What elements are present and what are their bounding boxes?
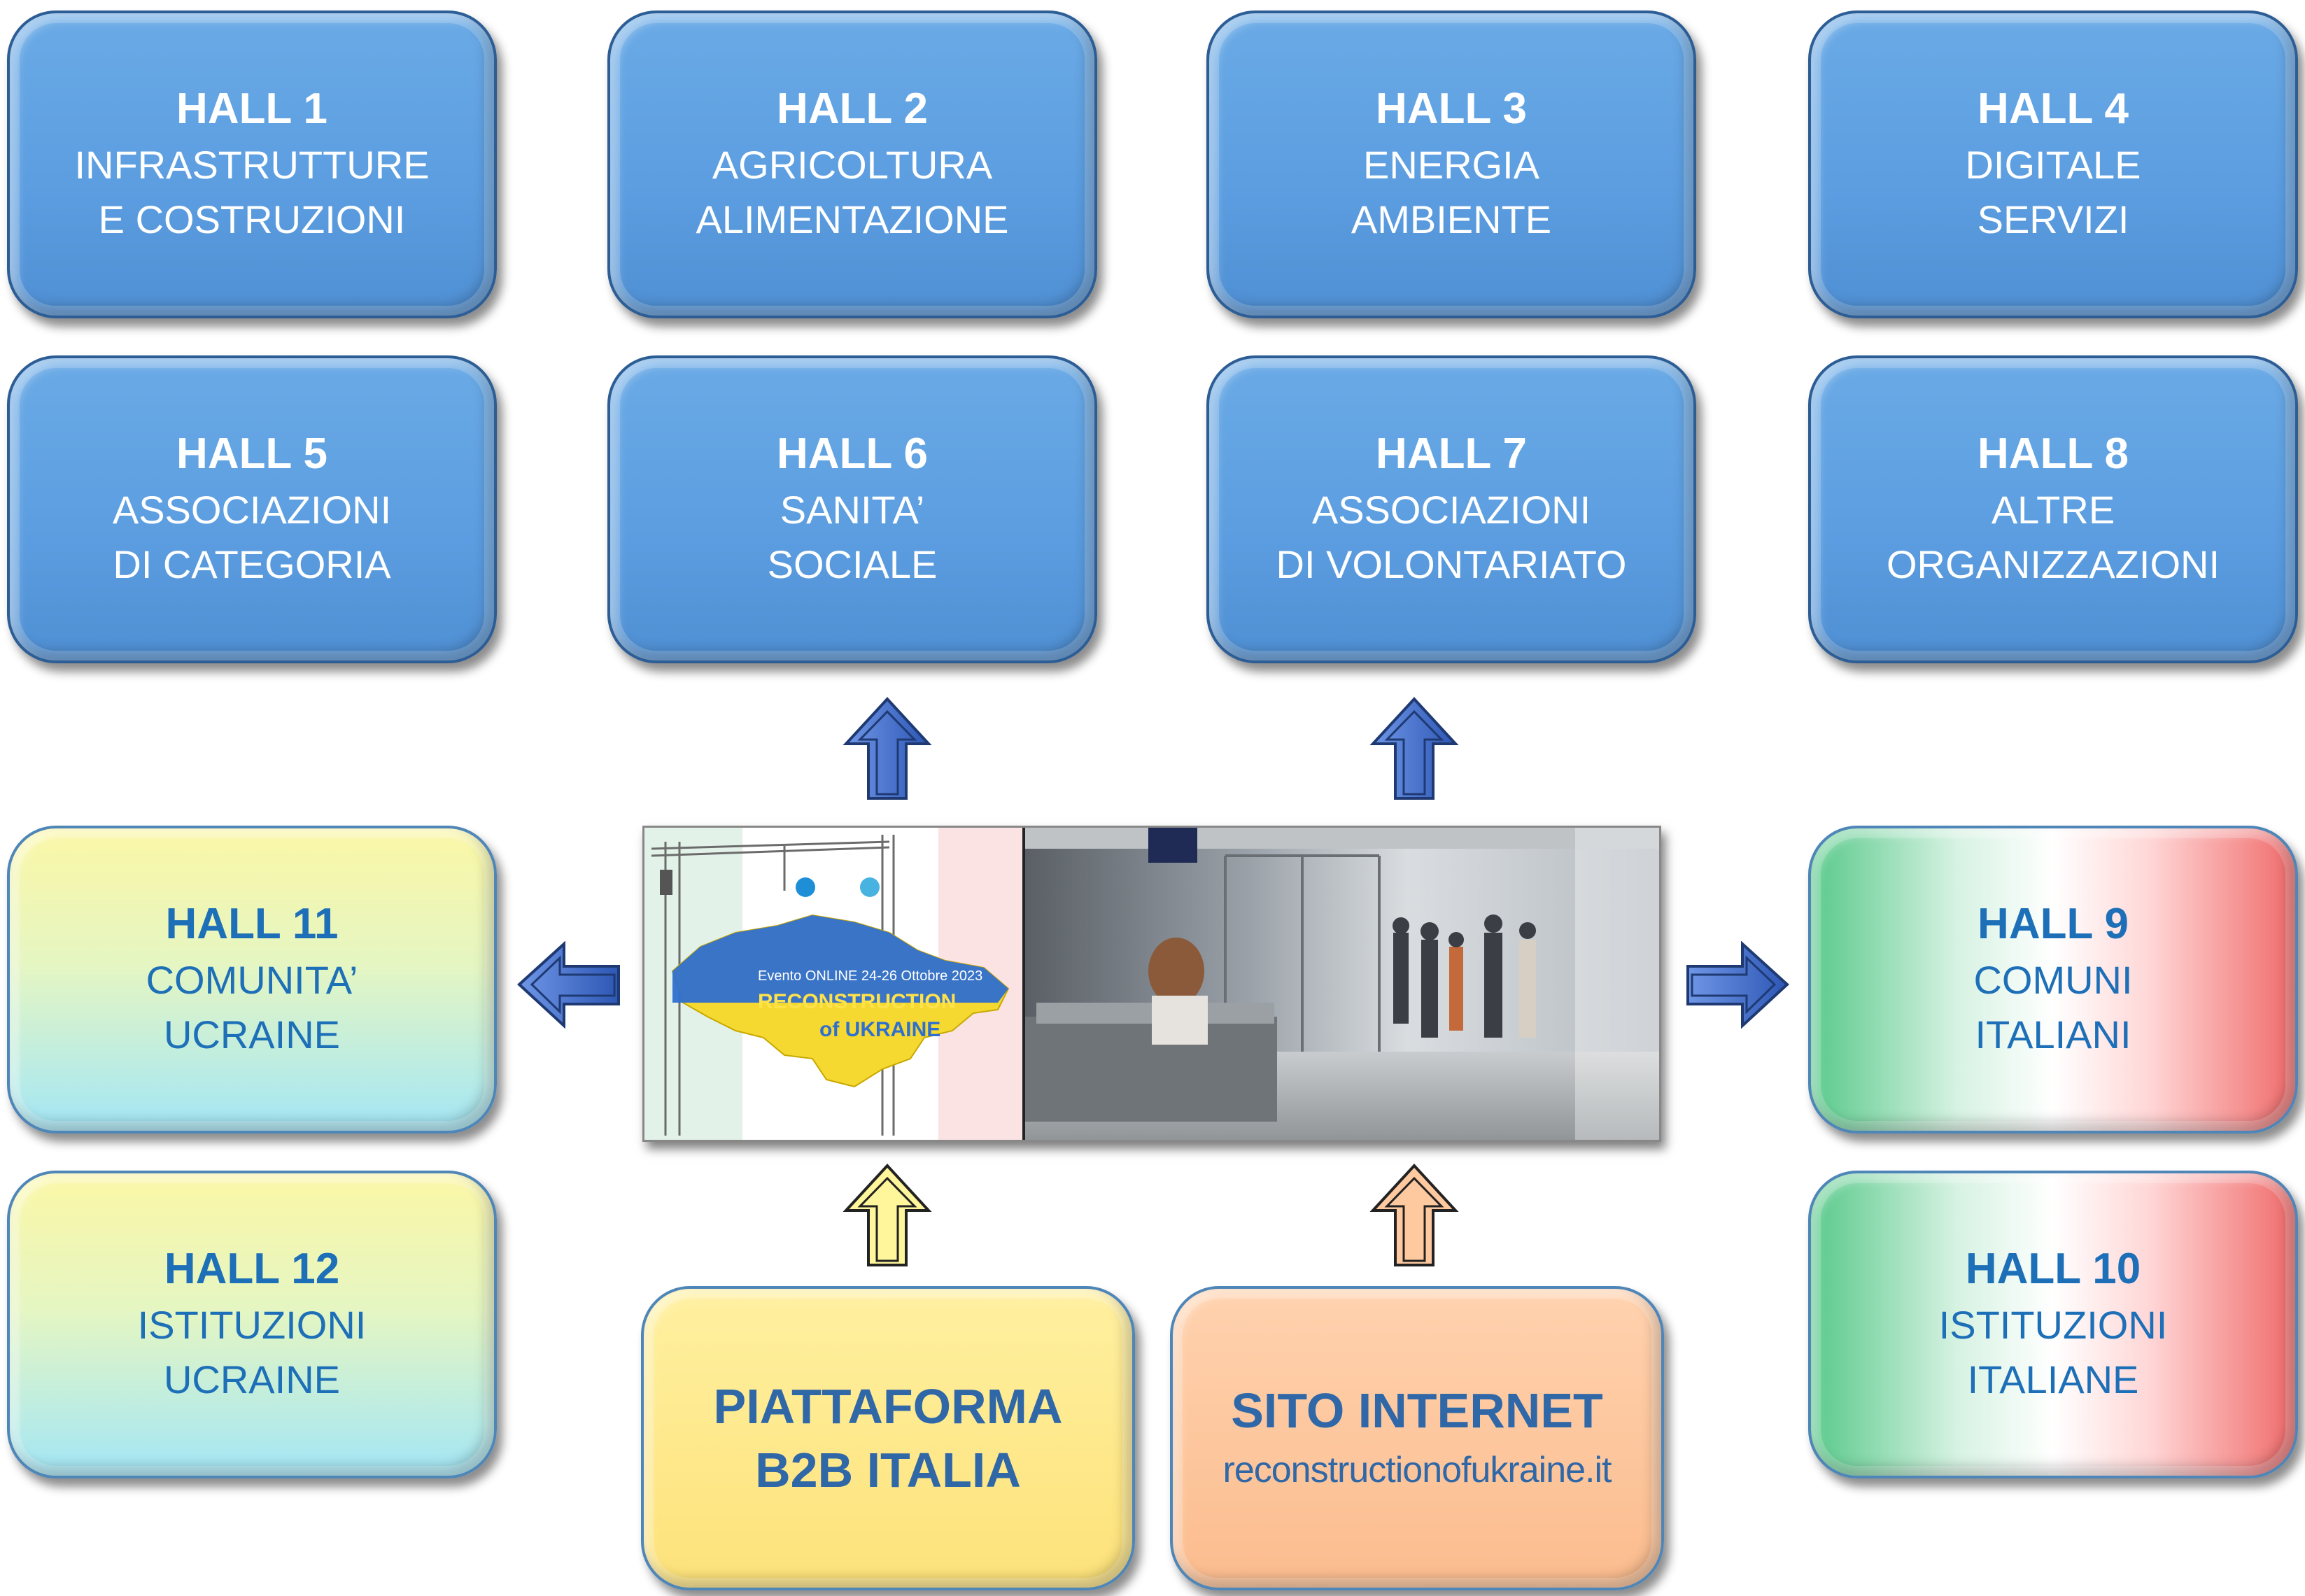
arrow-up-platform-icon <box>843 1164 932 1266</box>
hall-4-box[interactable]: HALL 4 DIGITALE SERVIZI <box>1808 10 2298 318</box>
hall-5-line-2: DI CATEGORIA <box>113 542 391 587</box>
hall-9-box[interactable]: HALL 9 COMUNI ITALIANI <box>1808 826 2298 1134</box>
hall-1-box[interactable]: HALL 1 INFRASTRUTTURE E COSTRUZIONI <box>7 10 497 318</box>
hall-7-line-1: ASSOCIAZIONI <box>1311 487 1591 532</box>
hall-10-title: HALL 10 <box>1965 1245 2141 1294</box>
arrow-up-hall-7-icon <box>1369 697 1459 800</box>
hall-2-line-1: AGRICOLTURA <box>712 142 993 187</box>
hall-2-box[interactable]: HALL 2 AGRICOLTURA ALIMENTAZIONE <box>607 10 1097 318</box>
hall-9-line-2: ITALIANI <box>1975 1012 2131 1057</box>
hall-10-box[interactable]: HALL 10 ISTITUZIONI ITALIANE <box>1808 1171 2298 1478</box>
hall-12-line-2: UCRAINE <box>163 1357 341 1402</box>
hall-1-line-1: INFRASTRUTTURE <box>74 142 430 187</box>
hall-7-line-2: DI VOLONTARIATO <box>1276 542 1627 587</box>
hall-11-title: HALL 11 <box>165 900 339 949</box>
arrow-left-hall-11-icon <box>517 941 620 1029</box>
hall-6-line-1: SANITA’ <box>780 487 925 532</box>
hall-10-line-1: ISTITUZIONI <box>1938 1302 2168 1347</box>
hall-6-line-2: SOCIALE <box>767 542 938 587</box>
hall-1-title: HALL 1 <box>176 85 327 134</box>
arrow-right-hall-9-icon <box>1686 941 1789 1029</box>
arrow-up-website-icon <box>1369 1164 1459 1266</box>
poster-title-line-1: RECONSTRUCTION <box>758 990 956 1013</box>
crane-hook-icon <box>660 870 672 895</box>
hall-2-line-2: ALIMENTAZIONE <box>696 197 1009 242</box>
hall-8-line-2: ORGANIZZAZIONI <box>1887 542 2220 587</box>
reception-desk <box>1025 1017 1277 1122</box>
hall-5-line-1: ASSOCIAZIONI <box>112 487 392 532</box>
website-url-link[interactable]: reconstructionofukraine.it <box>1222 1450 1612 1490</box>
hall-3-line-2: AMBIENTE <box>1351 197 1552 242</box>
hall-3-box[interactable]: HALL 3 ENERGIA AMBIENTE <box>1206 10 1696 318</box>
platform-line-1: PIATTAFORMA <box>713 1378 1063 1434</box>
people-figures <box>1393 914 1536 1038</box>
center-image: Evento ONLINE 24-26 Ottobre 2023 RECONST… <box>644 828 1659 1140</box>
receptionist-figure <box>1148 938 1204 1005</box>
center-image-panel: Evento ONLINE 24-26 Ottobre 2023 RECONST… <box>642 826 1661 1142</box>
arrow-up-hall-6-icon <box>843 697 932 800</box>
hall-7-box[interactable]: HALL 7 ASSOCIAZIONI DI VOLONTARIATO <box>1206 355 1696 663</box>
hall-4-line-2: SERVIZI <box>1977 197 2129 242</box>
hall-7-title: HALL 7 <box>1376 430 1527 479</box>
platform-b2b-box[interactable]: PIATTAFORMA B2B ITALIA <box>641 1286 1135 1590</box>
poster-title-line-2: of UKRAINE <box>819 1018 940 1041</box>
hall-10-line-2: ITALIANE <box>1967 1357 2139 1402</box>
hall-3-line-1: ENERGIA <box>1362 142 1540 187</box>
hall-8-box[interactable]: HALL 8 ALTRE ORGANIZZAZIONI <box>1808 355 2298 663</box>
website-title: SITO INTERNET <box>1231 1383 1603 1438</box>
hall-8-title: HALL 8 <box>1978 430 2129 479</box>
hall-12-line-1: ISTITUZIONI <box>137 1302 367 1347</box>
hall-5-box[interactable]: HALL 5 ASSOCIAZIONI DI CATEGORIA <box>7 355 497 663</box>
hall-6-title: HALL 6 <box>777 430 928 479</box>
hall-5-title: HALL 5 <box>176 430 327 479</box>
hall-11-line-2: UCRAINE <box>163 1012 341 1057</box>
hall-2-title: HALL 2 <box>777 85 928 134</box>
assocamerestero-logo-icon <box>860 877 880 897</box>
poster-event-text: Evento ONLINE 24-26 Ottobre 2023 <box>758 968 982 984</box>
hall-3-title: HALL 3 <box>1376 85 1527 134</box>
hall-11-line-1: COMUNITA’ <box>146 957 358 1002</box>
platform-line-2: B2B ITALIA <box>755 1442 1021 1497</box>
hall-9-title: HALL 9 <box>1978 900 2129 949</box>
hall-4-line-1: DIGITALE <box>1965 142 2141 187</box>
chamber-logo-icon <box>796 877 815 897</box>
hall-4-title: HALL 4 <box>1978 85 2129 134</box>
hall-1-line-2: E COSTRUZIONI <box>98 197 406 242</box>
hall-12-title: HALL 12 <box>164 1245 340 1294</box>
hall-12-box[interactable]: HALL 12 ISTITUZIONI UCRAINE <box>7 1171 497 1478</box>
hall-9-line-1: COMUNI <box>1973 957 2133 1002</box>
hall-8-line-1: ALTRE <box>1991 487 2115 532</box>
monitor-icon <box>1148 828 1197 863</box>
hall-6-box[interactable]: HALL 6 SANITA’ SOCIALE <box>607 355 1097 663</box>
hall-11-box[interactable]: HALL 11 COMUNITA’ UCRAINE <box>7 826 497 1134</box>
website-box[interactable]: SITO INTERNET reconstructionofukraine.it <box>1170 1286 1664 1590</box>
